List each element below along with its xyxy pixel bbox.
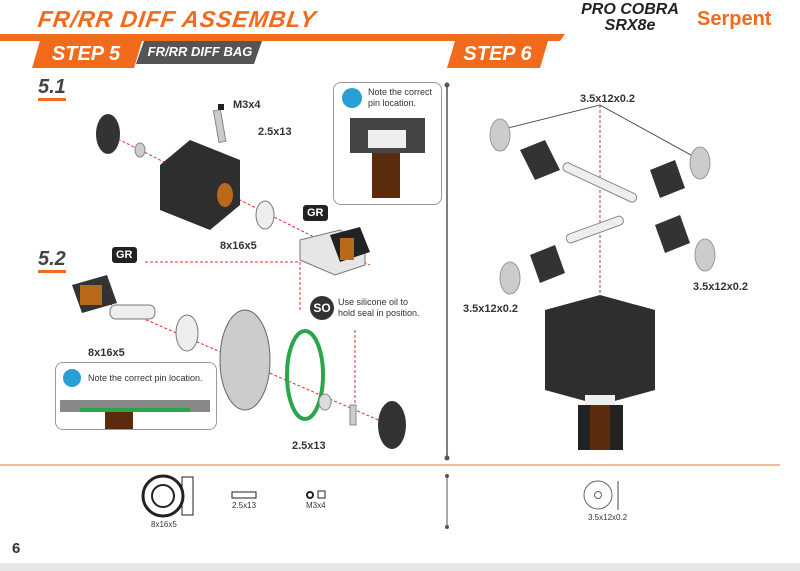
part-pin: 2.5x13 [232, 501, 257, 510]
magnifier-icon [342, 88, 362, 108]
callout-text-2: Note the correct pin location. [88, 373, 203, 383]
seal [285, 329, 325, 421]
label-bearing-1: 8x16x5 [220, 240, 257, 252]
label-shim-top: 3.5x12x0.2 [580, 93, 636, 105]
ring-gear [219, 309, 271, 411]
grease-badge-2: GR [112, 247, 137, 263]
substep-5-1: 5.1 [38, 76, 66, 101]
step5-badge: STEP 5 [51, 43, 121, 65]
diff-case [160, 140, 240, 230]
part-bearing: 8x16x5 [151, 520, 177, 529]
product-logo: PRO COBRA SRX8e [581, 1, 679, 34]
diff-case-step6 [545, 295, 655, 405]
step6-badge: STEP 6 [463, 43, 532, 65]
bearing [255, 200, 275, 230]
silicone-note: Use silicone oil to hold seal in positio… [338, 297, 420, 318]
label-shim-right: 3.5x12x0.2 [693, 281, 749, 293]
callout-pin-location-2: Note the correct pin location. [55, 362, 217, 430]
part-shim: 3.5x12x0.2 [588, 513, 628, 522]
callout-text-1: Note the correct pin location. [368, 87, 433, 108]
bevel-gear [96, 114, 120, 154]
bag-badge-bg [136, 41, 262, 64]
step6-badge-bg [447, 41, 548, 68]
grease-badge-1: GR [303, 205, 328, 221]
page-title: FR/RR DIFF ASSEMBLY [36, 6, 319, 32]
brand-logo: Serpent [697, 8, 772, 30]
label-bearing-2: 8x16x5 [88, 347, 125, 359]
substep-5-2: 5.2 [38, 248, 66, 273]
label-m3x4: M3x4 [233, 99, 261, 111]
part-screw: M3x4 [306, 501, 326, 510]
label-pin-1: 2.5x13 [258, 126, 292, 138]
bag-badge: FR/RR DIFF BAG [147, 44, 253, 59]
callout-pin-location-1: Note the correct pin location. [333, 82, 442, 205]
label-shim-left: 3.5x12x0.2 [463, 303, 519, 315]
magnifier-icon [63, 369, 81, 387]
page-number: 6 [12, 540, 21, 557]
label-pin-2: 2.5x13 [292, 440, 326, 452]
header-bar [0, 34, 565, 41]
step5-badge-bg [32, 41, 142, 68]
silicone-oil-badge: SO [310, 296, 334, 320]
